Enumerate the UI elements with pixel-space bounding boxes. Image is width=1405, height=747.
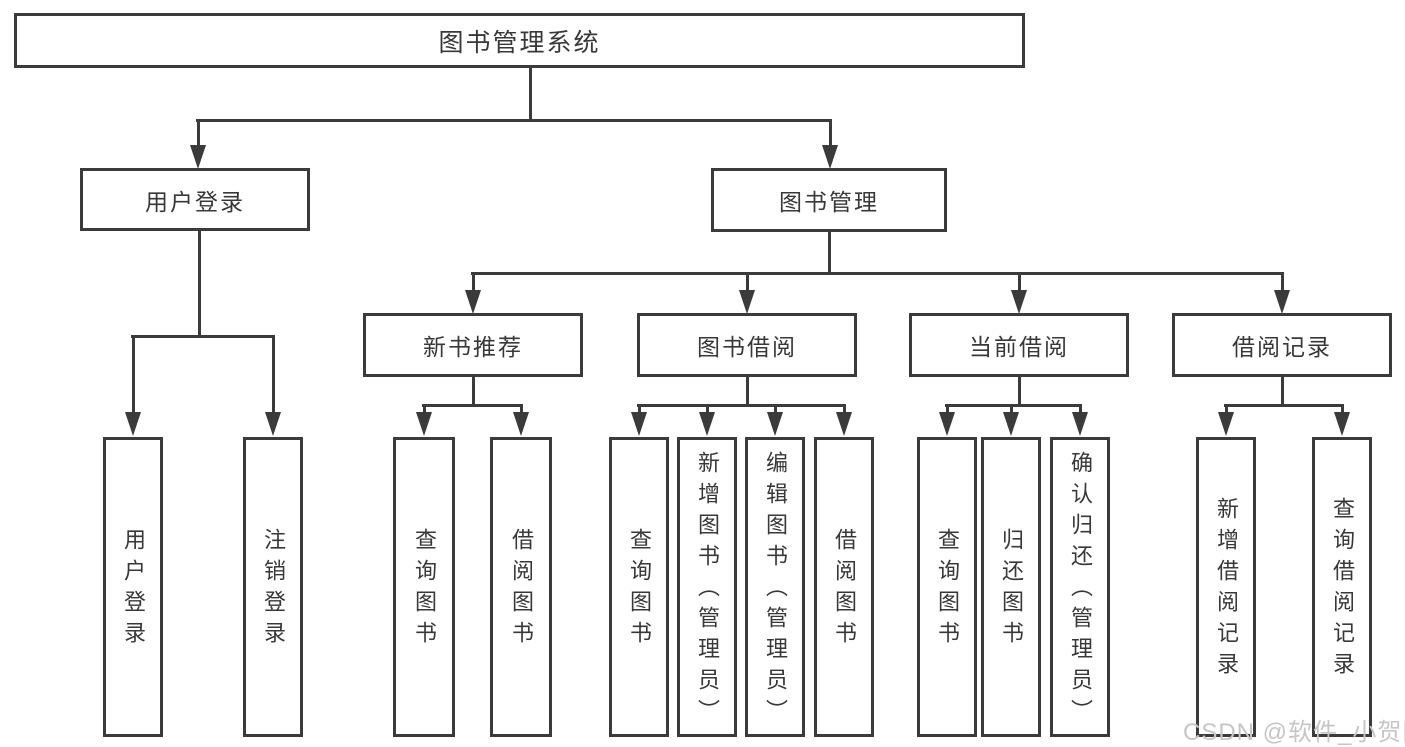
leaf-query-borrow-record: 查询借阅记录 — [1312, 437, 1372, 737]
leaf-query-books-borrowing: 查询图书 — [609, 437, 669, 737]
node-new-book-recommendation: 新书推荐 — [363, 313, 583, 377]
connector-line — [198, 230, 201, 338]
arrow-down-icon — [1003, 412, 1019, 436]
leaf-user-login: 用户登录 — [103, 437, 163, 737]
connector-line — [829, 119, 832, 148]
connector-line — [945, 404, 1082, 407]
connector-line — [638, 404, 641, 413]
connector-line — [1224, 404, 1344, 407]
connector-line — [197, 119, 200, 148]
connector-line — [472, 272, 475, 292]
connector-line — [196, 119, 832, 122]
arrow-down-icon — [190, 145, 206, 169]
connector-line — [529, 68, 532, 122]
leaf-query-books-recommend: 查询图书 — [393, 437, 455, 737]
node-current-borrowing: 当前借阅 — [909, 313, 1129, 377]
arrow-down-icon — [939, 412, 955, 436]
connector-line — [1341, 404, 1344, 413]
node-library-management-system: 图书管理系统 — [14, 13, 1025, 68]
leaf-add-books-admin: 新增图书（管理员） — [677, 437, 737, 737]
connector-line — [472, 376, 475, 407]
leaf-add-borrow-record: 新增借阅记录 — [1196, 437, 1256, 737]
connector-line — [1225, 404, 1228, 413]
connector-line — [1079, 404, 1082, 413]
connector-line — [637, 404, 846, 407]
arrow-down-icon — [513, 412, 529, 436]
node-book-management: 图书管理 — [711, 168, 947, 232]
arrow-down-icon — [767, 412, 783, 436]
connector-line — [746, 376, 749, 407]
arrow-down-icon — [1334, 412, 1350, 436]
connector-line — [1281, 272, 1284, 292]
connector-line — [1018, 272, 1021, 292]
connector-line — [706, 404, 709, 413]
node-borrowing-records: 借阅记录 — [1172, 313, 1392, 377]
leaf-query-books-current: 查询图书 — [917, 437, 977, 737]
connector-line — [272, 335, 275, 413]
connector-line — [520, 404, 523, 413]
connector-line — [843, 404, 846, 413]
connector-line — [1018, 376, 1021, 407]
connector-line — [828, 232, 831, 275]
connector-line — [471, 272, 1284, 275]
arrow-down-icon — [465, 290, 481, 314]
connector-line — [746, 272, 749, 292]
connector-line — [423, 404, 426, 413]
arrow-down-icon — [631, 412, 647, 436]
node-user-login: 用户登录 — [80, 168, 310, 231]
csdn-watermark: CSDN @软件_小贺同学 — [1183, 719, 1405, 746]
leaf-return-books: 归还图书 — [981, 437, 1041, 737]
arrow-down-icon — [1274, 290, 1290, 314]
leaf-confirm-return-admin: 确认归还（管理员） — [1050, 437, 1110, 737]
connector-line — [774, 404, 777, 413]
arrow-down-icon — [739, 290, 755, 314]
arrow-down-icon — [125, 412, 141, 436]
arrow-down-icon — [699, 412, 715, 436]
arrow-down-icon — [836, 412, 852, 436]
connector-line — [1010, 404, 1013, 413]
connector-line — [131, 335, 275, 338]
arrow-down-icon — [265, 412, 281, 436]
leaf-borrow-books-recommend: 借阅图书 — [490, 437, 552, 737]
connector-line — [1281, 376, 1284, 407]
connector-line — [946, 404, 949, 413]
arrow-down-icon — [1218, 412, 1234, 436]
arrow-down-icon — [1072, 412, 1088, 436]
arrow-down-icon — [1011, 290, 1027, 314]
arrow-down-icon — [416, 412, 432, 436]
connector-line — [132, 335, 135, 413]
leaf-logout: 注销登录 — [243, 437, 303, 737]
connector-line — [422, 404, 523, 407]
node-book-borrowing: 图书借阅 — [637, 313, 857, 377]
arrow-down-icon — [822, 145, 838, 169]
leaf-borrow-books: 借阅图书 — [814, 437, 874, 737]
leaf-edit-books-admin: 编辑图书（管理员） — [745, 437, 805, 737]
